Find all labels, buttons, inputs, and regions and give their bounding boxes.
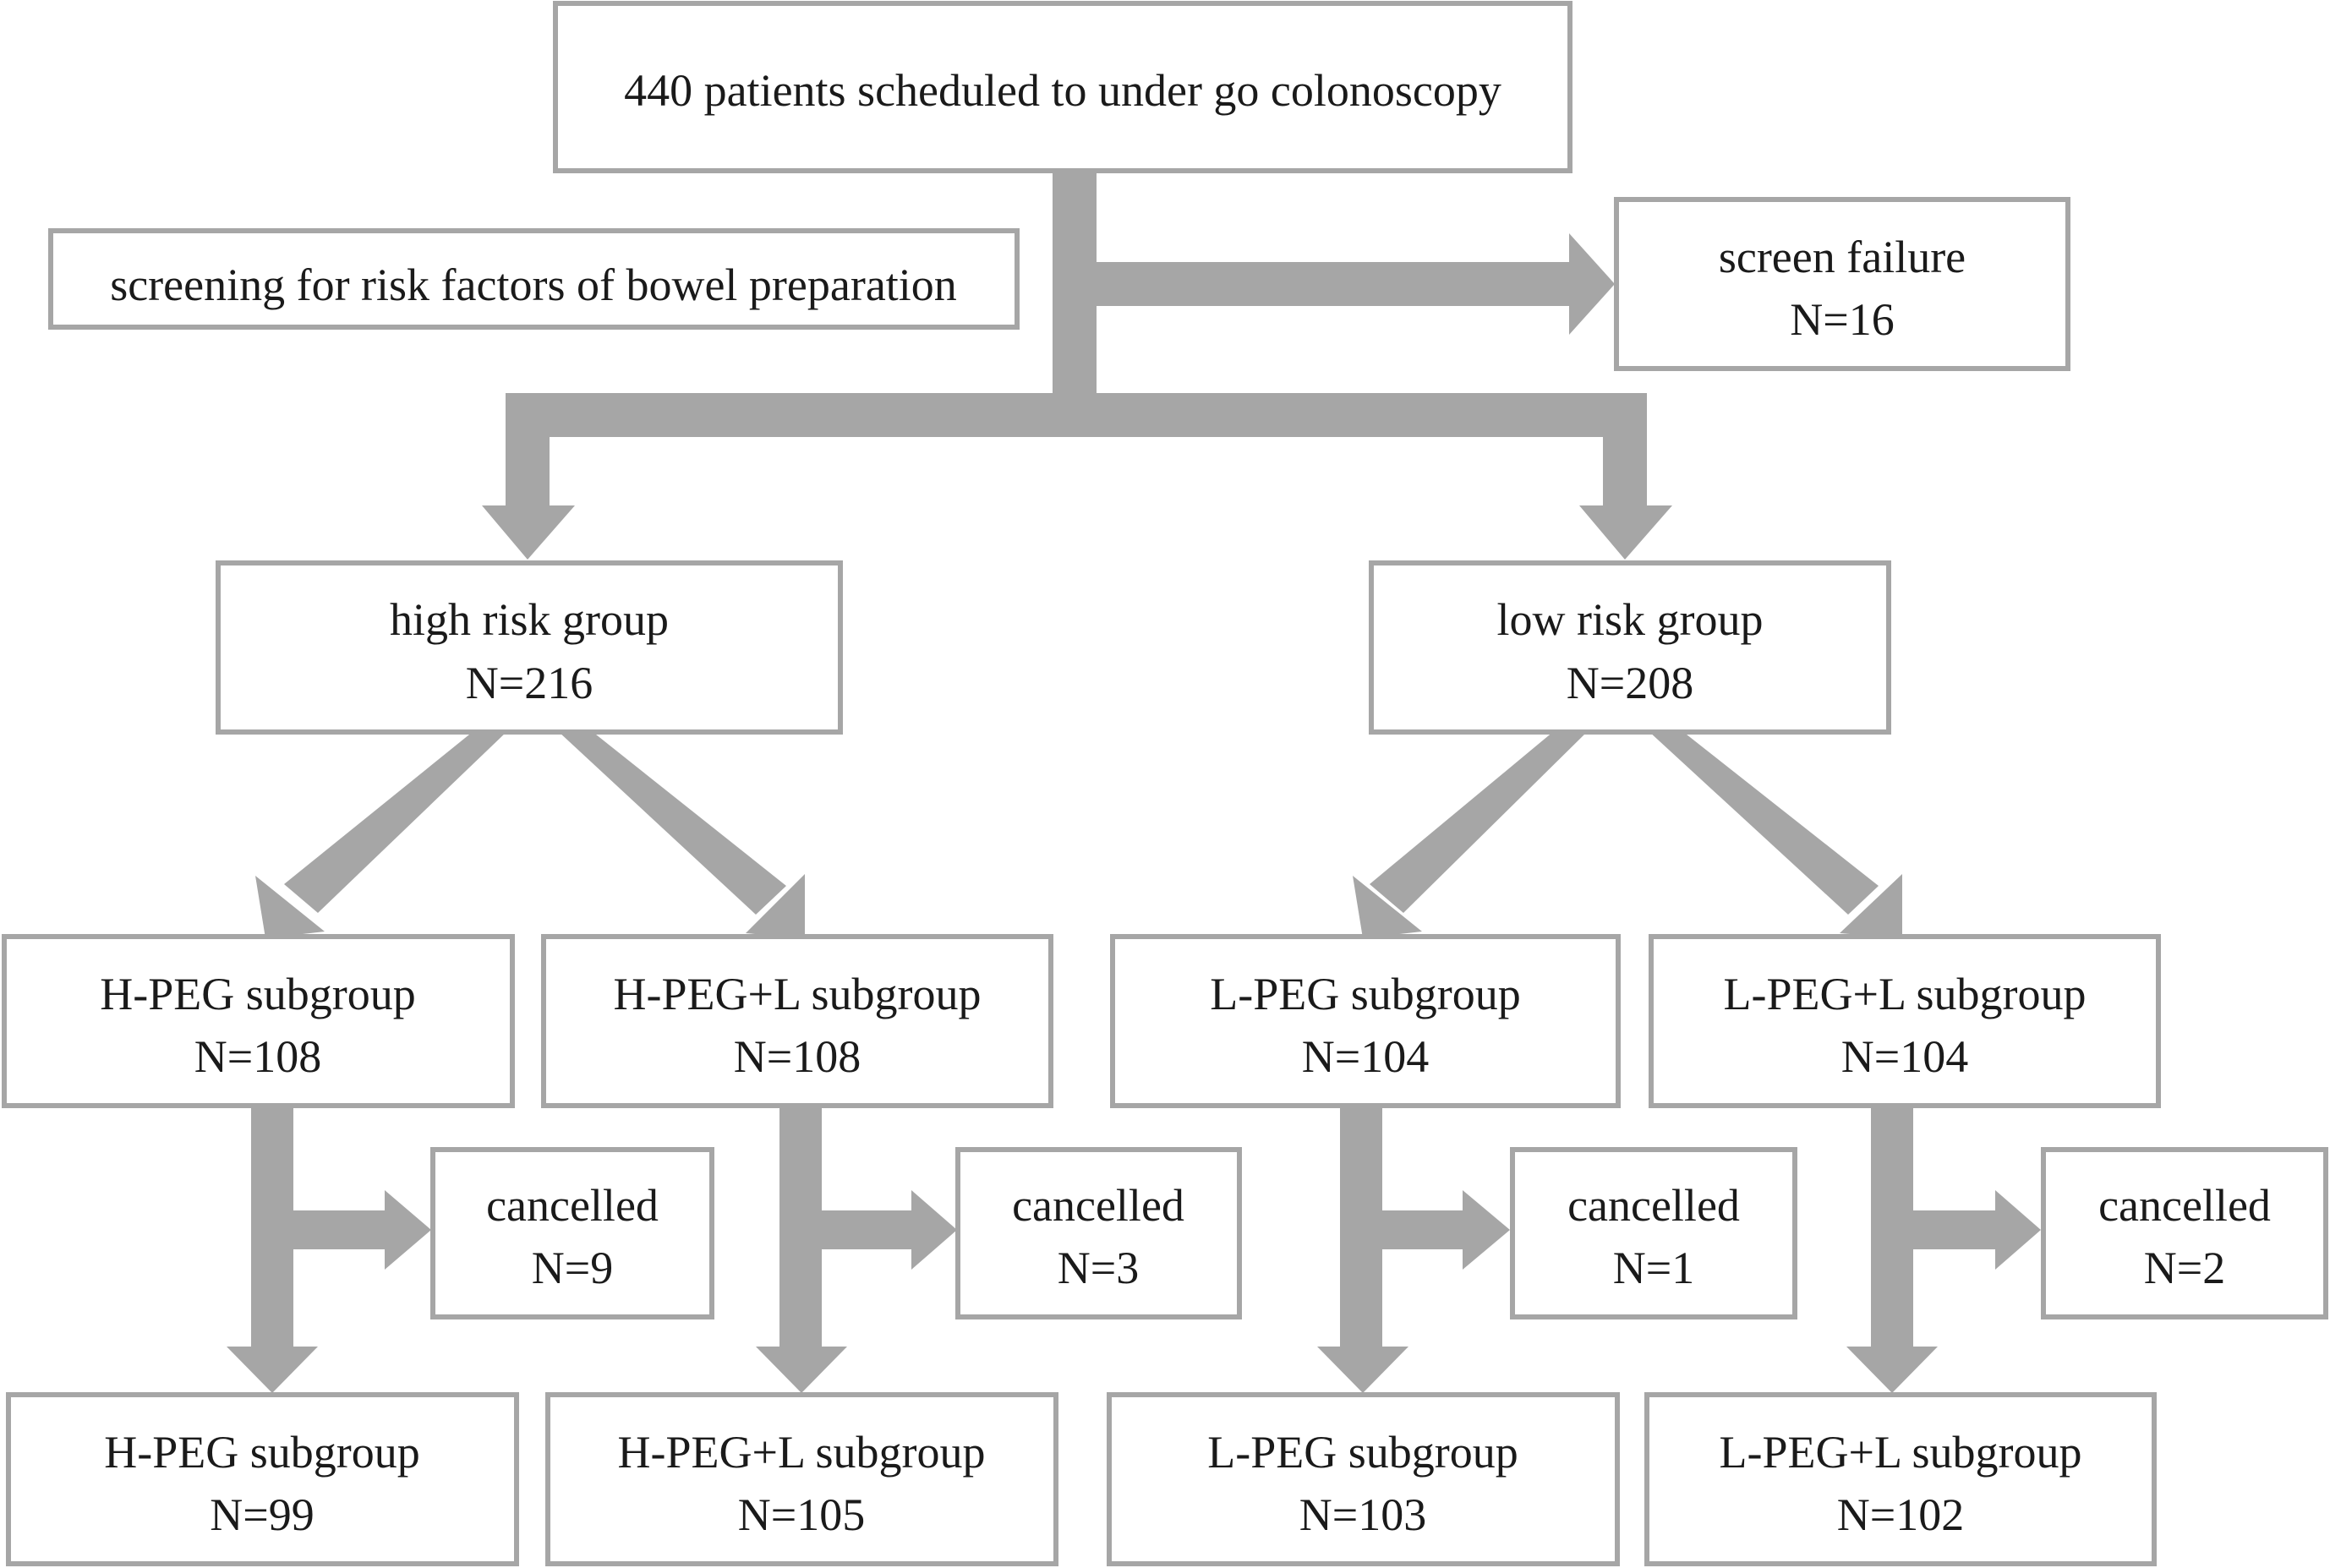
l-peg-cancel-shaft (1382, 1210, 1465, 1249)
h-peg-l-count: N=108 (734, 1031, 861, 1082)
h-peg-cancelled-title: cancelled (486, 1180, 659, 1231)
h-peg-l-title: H-PEG+L subgroup (614, 969, 982, 1019)
h-peg-arrowhead (255, 876, 325, 938)
l-peg-final-box: L-PEG subgroup N=103 (1107, 1392, 1620, 1566)
l-peg-l-final-count: N=102 (1837, 1489, 1964, 1540)
l-peg-final-title: L-PEG subgroup (1207, 1427, 1518, 1478)
h-peg-final-title: H-PEG subgroup (104, 1427, 420, 1478)
h-peg-box: H-PEG subgroup N=108 (2, 934, 515, 1108)
h-peg-cancel-shaft (293, 1210, 388, 1249)
enrolled-box: 440 patients scheduled to under go colon… (553, 1, 1572, 173)
l-peg-cancelled-title: cancelled (1567, 1180, 1740, 1231)
low-risk-count: N=208 (1567, 658, 1693, 708)
h-peg-count: N=108 (194, 1031, 321, 1082)
screening-box: screening for risk factors of bowel prep… (48, 228, 1020, 330)
screening-label: screening for risk factors of bowel prep… (110, 260, 957, 310)
h-peg-l-cancelled-count: N=3 (1058, 1243, 1139, 1293)
l-peg-l-arrowhead (1840, 874, 1902, 938)
screen-failure-count: N=16 (1790, 294, 1894, 345)
l-peg-l-cancel-arrowhead (1995, 1190, 2041, 1270)
l-peg-arrowhead (1353, 876, 1422, 938)
connectors (227, 173, 2041, 1393)
h-peg-diagonal (284, 731, 507, 913)
h-peg-l-cancel-shaft (822, 1210, 915, 1249)
screen-failure-shaft (1097, 262, 1583, 306)
h-peg-column-shaft (251, 1104, 293, 1362)
low-risk-shaft (1603, 393, 1647, 518)
l-peg-count: N=104 (1302, 1031, 1429, 1082)
h-peg-l-cancelled-box: cancelled N=3 (955, 1147, 1242, 1319)
l-peg-l-count: N=104 (1841, 1031, 1968, 1082)
l-peg-cancelled-count: N=1 (1613, 1243, 1694, 1293)
screen-failure-title: screen failure (1719, 232, 1966, 282)
l-peg-final-arrowhead (1317, 1347, 1408, 1393)
h-peg-l-column-shaft (779, 1104, 822, 1362)
h-peg-l-diagonal (558, 731, 786, 915)
l-peg-l-box: L-PEG+L subgroup N=104 (1649, 934, 2161, 1108)
high-risk-title: high risk group (390, 594, 669, 645)
high-risk-box: high risk group N=216 (216, 560, 843, 735)
l-peg-title: L-PEG subgroup (1210, 969, 1520, 1019)
h-peg-l-box: H-PEG+L subgroup N=108 (541, 934, 1053, 1108)
l-peg-l-column-shaft (1871, 1104, 1913, 1362)
l-peg-cancel-arrowhead (1463, 1190, 1510, 1270)
low-risk-arrowhead (1579, 505, 1672, 560)
h-peg-l-cancelled-title: cancelled (1012, 1180, 1184, 1231)
l-peg-box: L-PEG subgroup N=104 (1110, 934, 1621, 1108)
h-peg-title: H-PEG subgroup (100, 969, 416, 1019)
screen-failure-box: screen failure N=16 (1614, 197, 2070, 371)
h-peg-final-count: N=99 (210, 1489, 314, 1540)
h-peg-l-final-count: N=105 (738, 1489, 865, 1540)
h-peg-l-final-box: H-PEG+L subgroup N=105 (545, 1392, 1058, 1566)
h-peg-cancelled-box: cancelled N=9 (430, 1147, 714, 1319)
h-peg-final-box: H-PEG subgroup N=99 (6, 1392, 519, 1566)
l-peg-l-final-title: L-PEG+L subgroup (1720, 1427, 2082, 1478)
l-peg-diagonal (1370, 731, 1588, 913)
h-peg-l-arrowhead (746, 874, 805, 938)
h-peg-final-arrowhead (227, 1347, 318, 1393)
l-peg-l-title: L-PEG+L subgroup (1724, 969, 2087, 1019)
high-risk-count: N=216 (466, 658, 593, 708)
l-peg-final-count: N=103 (1299, 1489, 1426, 1540)
l-peg-l-cancelled-title: cancelled (2098, 1180, 2271, 1231)
split-bar (506, 393, 1647, 437)
low-risk-title: low risk group (1497, 594, 1764, 645)
h-peg-cancelled-count: N=9 (532, 1243, 613, 1293)
h-peg-l-cancel-arrowhead (911, 1190, 957, 1270)
h-peg-cancel-arrowhead (385, 1190, 431, 1270)
l-peg-l-cancelled-count: N=2 (2144, 1243, 2225, 1293)
l-peg-l-diagonal (1649, 731, 1879, 915)
l-peg-l-final-box: L-PEG+L subgroup N=102 (1644, 1392, 2157, 1566)
h-peg-l-final-arrowhead (756, 1347, 847, 1393)
l-peg-l-final-arrowhead (1846, 1347, 1938, 1393)
l-peg-l-cancel-shaft (1913, 1210, 1998, 1249)
high-risk-shaft (506, 393, 550, 518)
high-risk-arrowhead (482, 505, 575, 560)
h-peg-l-final-title: H-PEG+L subgroup (618, 1427, 986, 1478)
l-peg-column-shaft (1340, 1104, 1382, 1362)
enrolled-label: 440 patients scheduled to under go colon… (624, 65, 1501, 116)
screen-failure-arrowhead (1569, 233, 1615, 335)
l-peg-l-cancelled-box: cancelled N=2 (2041, 1147, 2328, 1319)
l-peg-cancelled-box: cancelled N=1 (1510, 1147, 1797, 1319)
low-risk-box: low risk group N=208 (1369, 560, 1891, 735)
